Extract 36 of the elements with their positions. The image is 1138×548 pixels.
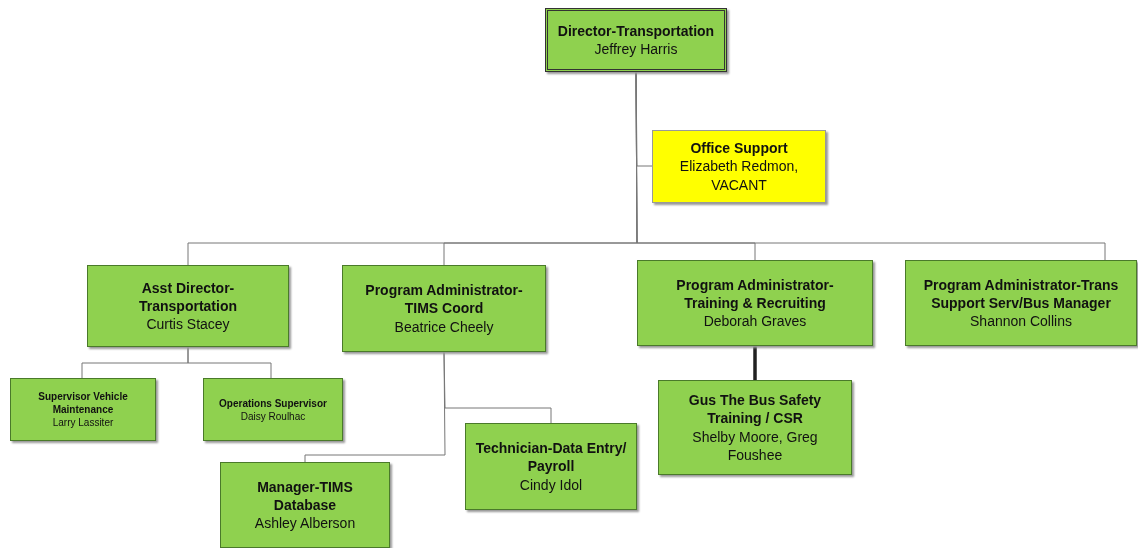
position-title: Program Administrator-TIMS Coord: [364, 281, 524, 318]
position-box: [203, 378, 343, 441]
person-name: Elizabeth Redmon, VACANT: [678, 157, 800, 194]
person-name: Larry Lassiter: [52, 416, 114, 429]
position-title: Operations Supervisor: [219, 396, 327, 410]
person-name: Curtis Stacey: [146, 315, 230, 334]
person-name: Beatrice Cheely: [394, 317, 494, 336]
person-name: Jeffrey Harris: [594, 40, 678, 59]
position-title: Gus The Bus Safety Training / CSR: [687, 391, 823, 428]
connector-line: [443, 351, 552, 424]
person-name: Shannon Collins: [970, 312, 1072, 331]
position-box: [465, 423, 637, 510]
highlighted-position-box: [652, 130, 826, 203]
person-name: Cindy Idol: [519, 475, 583, 494]
person-name: Daisy Roulhac: [240, 409, 306, 423]
position-title: Asst Director-Transportation: [138, 278, 238, 316]
position-title: Director-Transportation: [557, 21, 715, 40]
connector-line: [753, 346, 757, 380]
position-box: [10, 378, 156, 441]
position-title: Manager-TIMS Database: [256, 477, 354, 515]
position-box: [545, 8, 727, 72]
position-box: [905, 260, 1137, 346]
position-title: Technician-Data Entry/ Payroll: [474, 439, 628, 476]
position-box: [658, 380, 852, 475]
position-box: [87, 265, 289, 347]
position-title: Office Support: [690, 139, 788, 158]
position-title: Supervisor Vehicle Maintenance: [37, 390, 129, 416]
person-name: Ashley Alberson: [254, 514, 356, 533]
position-box: [342, 265, 546, 352]
position-title: Program Administrator-Training & Recruiting: [675, 275, 835, 313]
person-name: Shelby Moore, Greg Foushee: [691, 427, 819, 464]
position-box: [637, 260, 873, 346]
connector-line: [187, 346, 272, 379]
position-box: [220, 462, 390, 548]
position-title: Program Administrator-Trans Support Serv/Bus Manager: [922, 275, 1120, 313]
person-name: Deborah Graves: [703, 312, 807, 331]
